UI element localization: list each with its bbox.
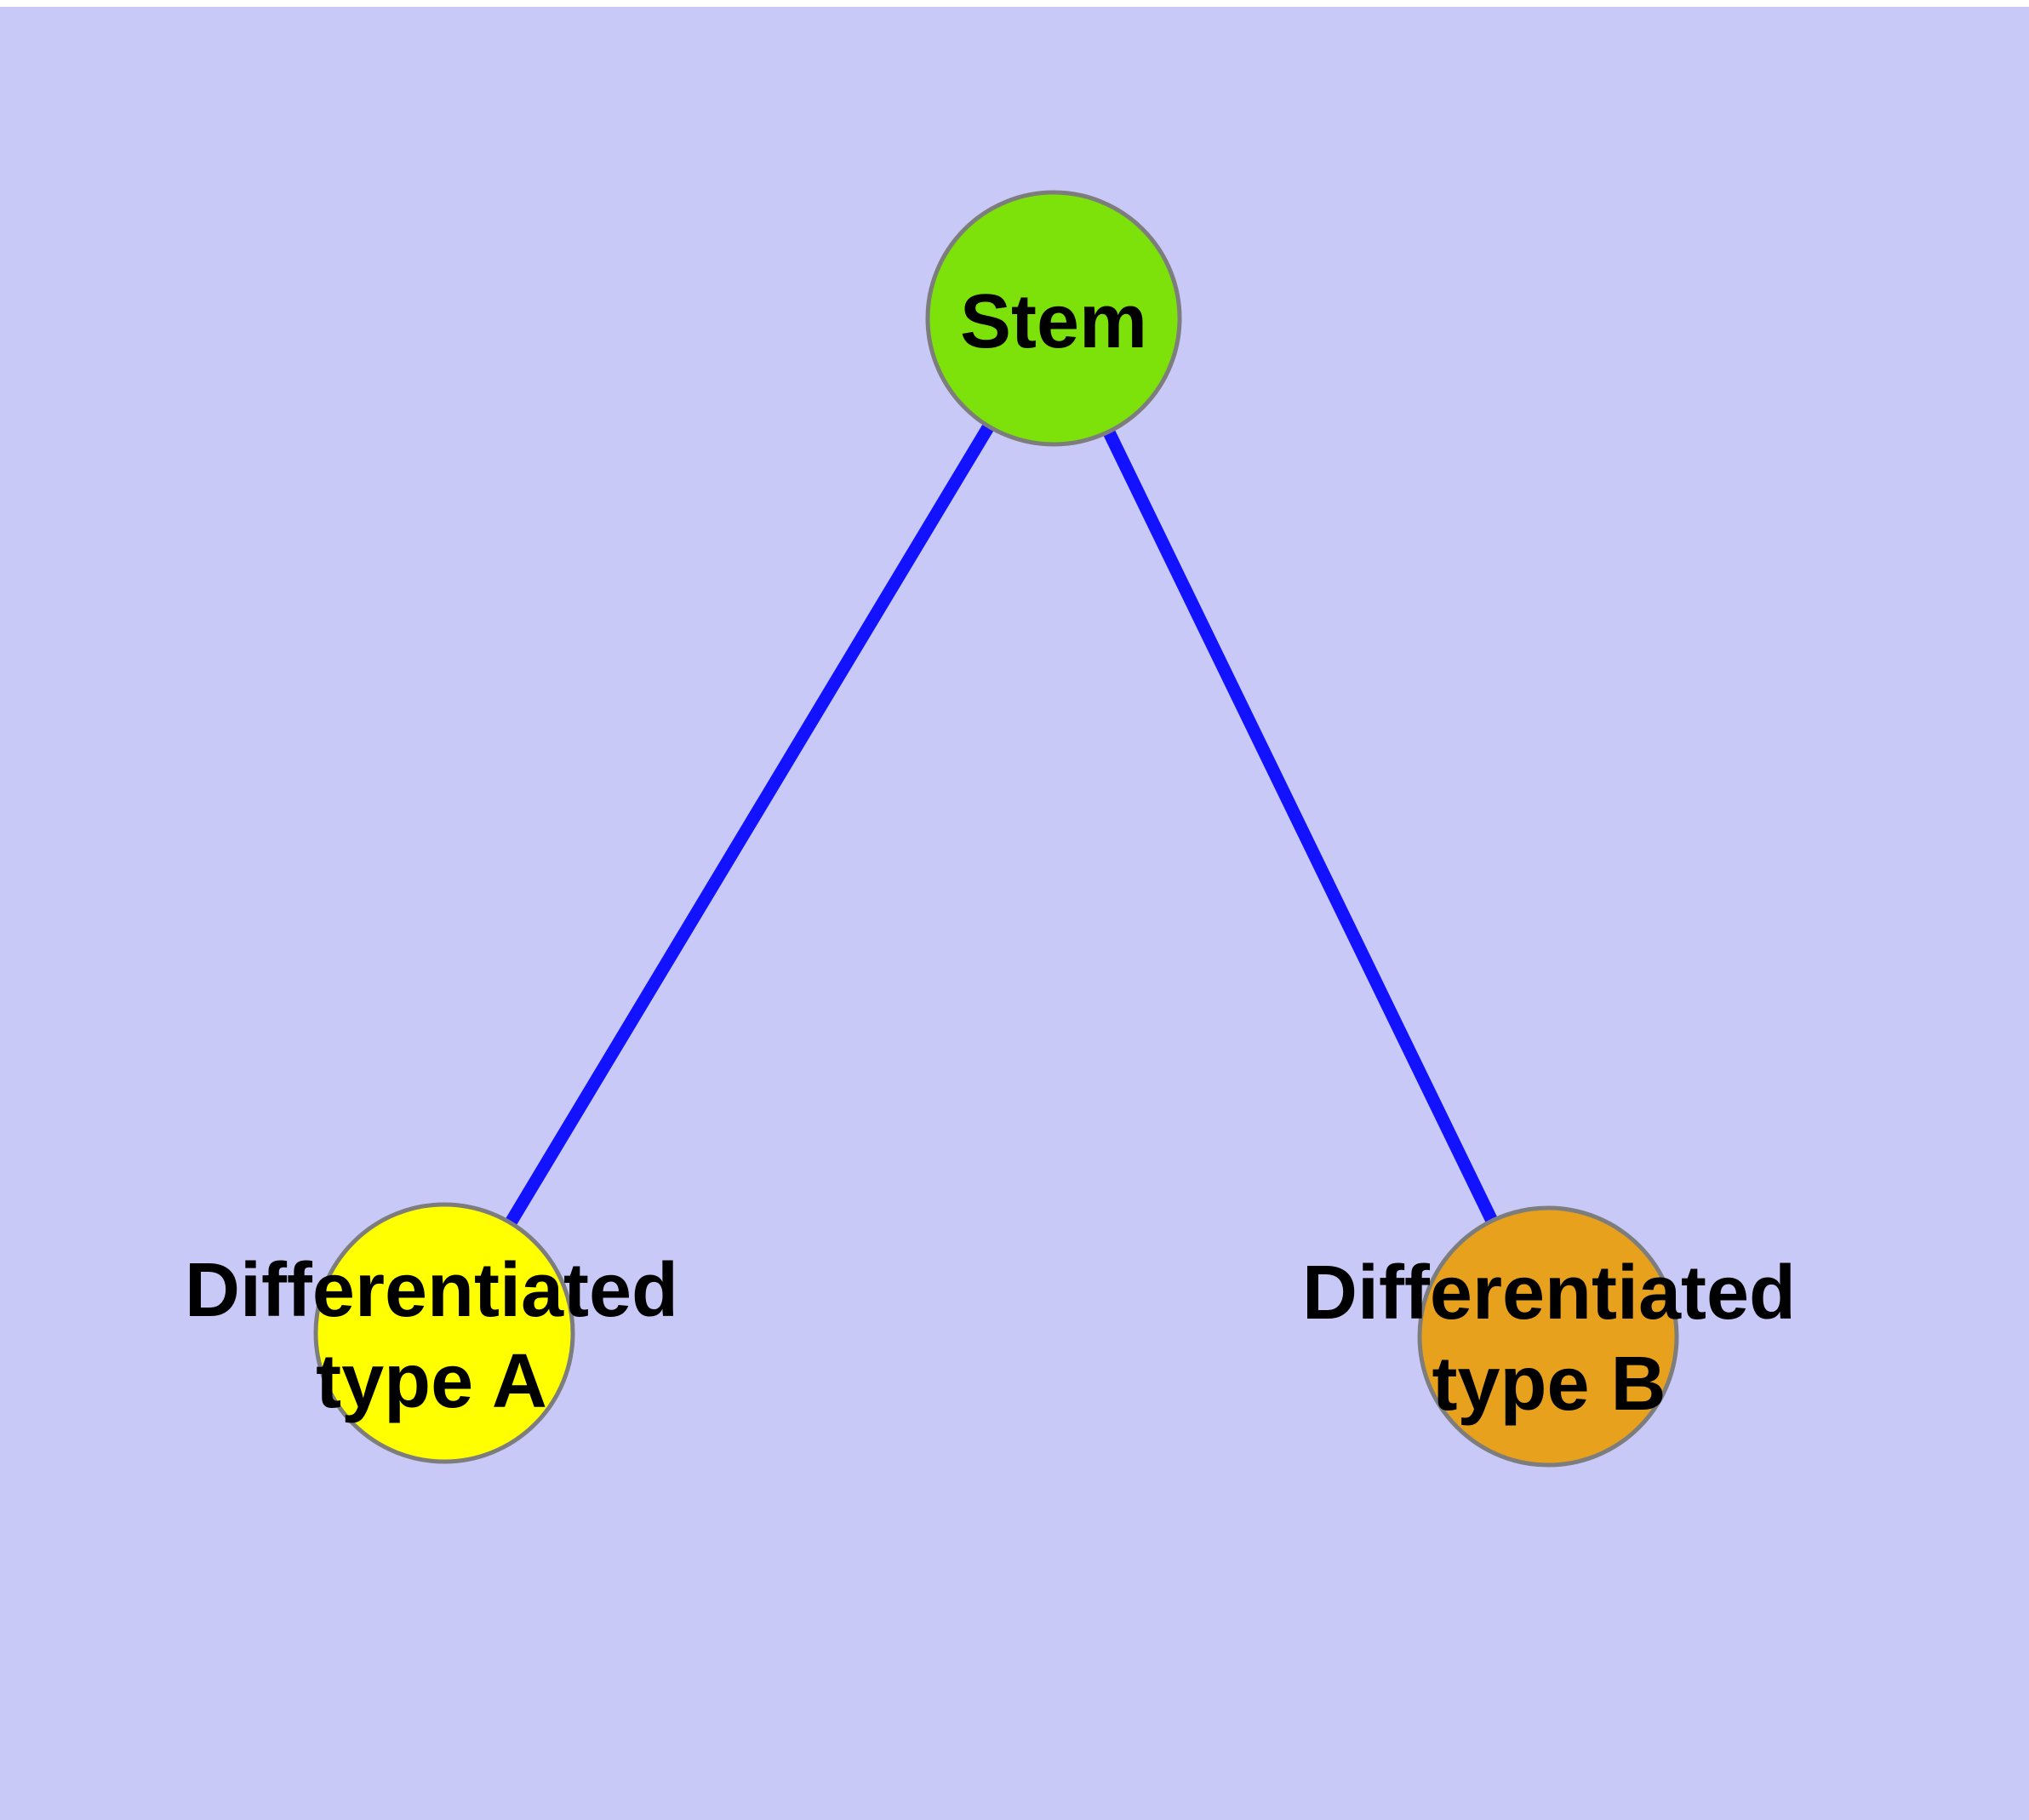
node-type-a-label-line2: type A <box>316 1339 547 1424</box>
node-type-b-label-line1: Differentiated <box>1302 1251 1796 1336</box>
node-type-b-label-line2: type B <box>1432 1342 1666 1427</box>
node-differentiated-type-b: Differentiated type B <box>1302 1205 1796 1468</box>
node-type-a-circle <box>313 1202 575 1464</box>
node-stem: Stem <box>925 190 1182 447</box>
edge-group <box>438 315 1554 1340</box>
edge-stem-to-type-a <box>438 315 1060 1336</box>
node-type-a-label-line1: Differentiated <box>185 1248 678 1333</box>
node-type-b-circle <box>1417 1205 1679 1468</box>
edge-stem-to-type-b <box>1048 315 1554 1340</box>
node-differentiated-type-a: Differentiated type A <box>185 1202 678 1464</box>
node-stem-circle <box>925 190 1182 447</box>
node-stem-label: Stem <box>960 279 1147 364</box>
